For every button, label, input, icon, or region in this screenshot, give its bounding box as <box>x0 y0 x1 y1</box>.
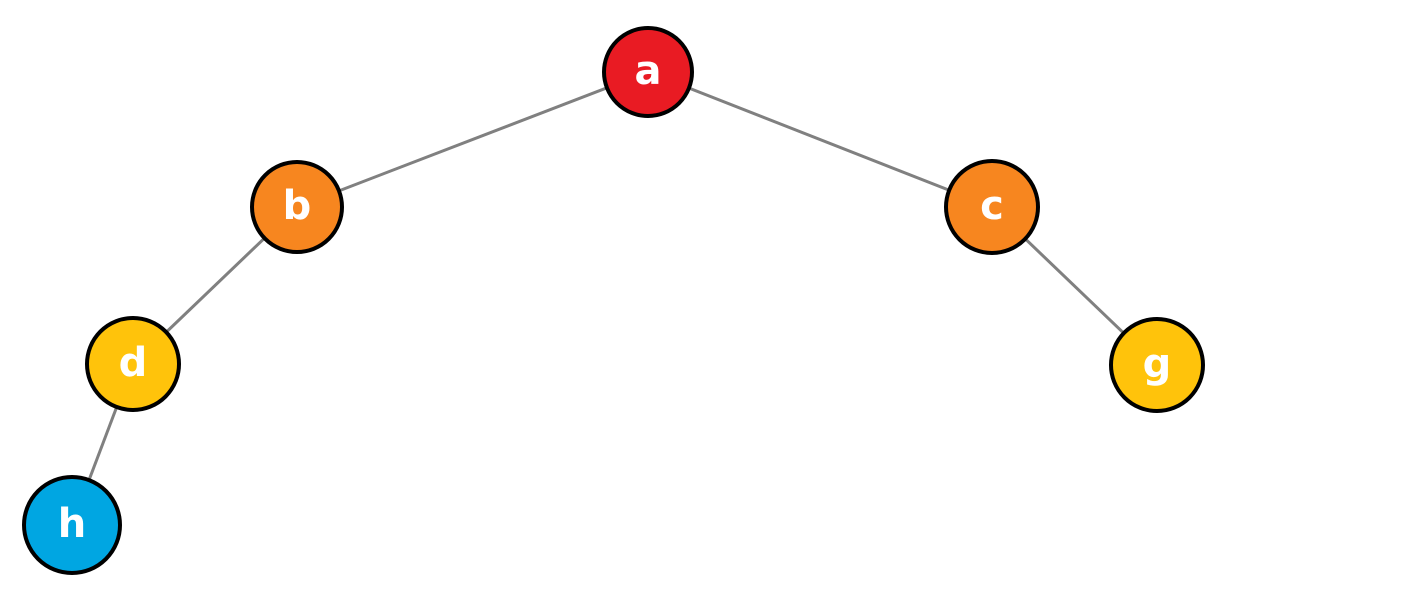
graph-node-h[interactable]: h <box>22 475 122 575</box>
graph-node-label: g <box>1142 341 1172 387</box>
graph-node-label: b <box>282 183 312 229</box>
graph-node-g[interactable]: g <box>1109 317 1205 413</box>
graph-node-label: h <box>57 501 87 547</box>
graph-node-c[interactable]: c <box>944 159 1040 255</box>
graph-edge[interactable] <box>296 70 649 209</box>
graph-node-b[interactable]: b <box>250 160 344 254</box>
graph-node-label: a <box>634 48 662 94</box>
graph-node-a[interactable]: a <box>602 26 694 118</box>
graph-edge[interactable] <box>647 70 993 209</box>
graph-node-d[interactable]: d <box>85 316 181 412</box>
graph-node-label: d <box>118 340 148 386</box>
graph-node-label: c <box>980 183 1004 229</box>
